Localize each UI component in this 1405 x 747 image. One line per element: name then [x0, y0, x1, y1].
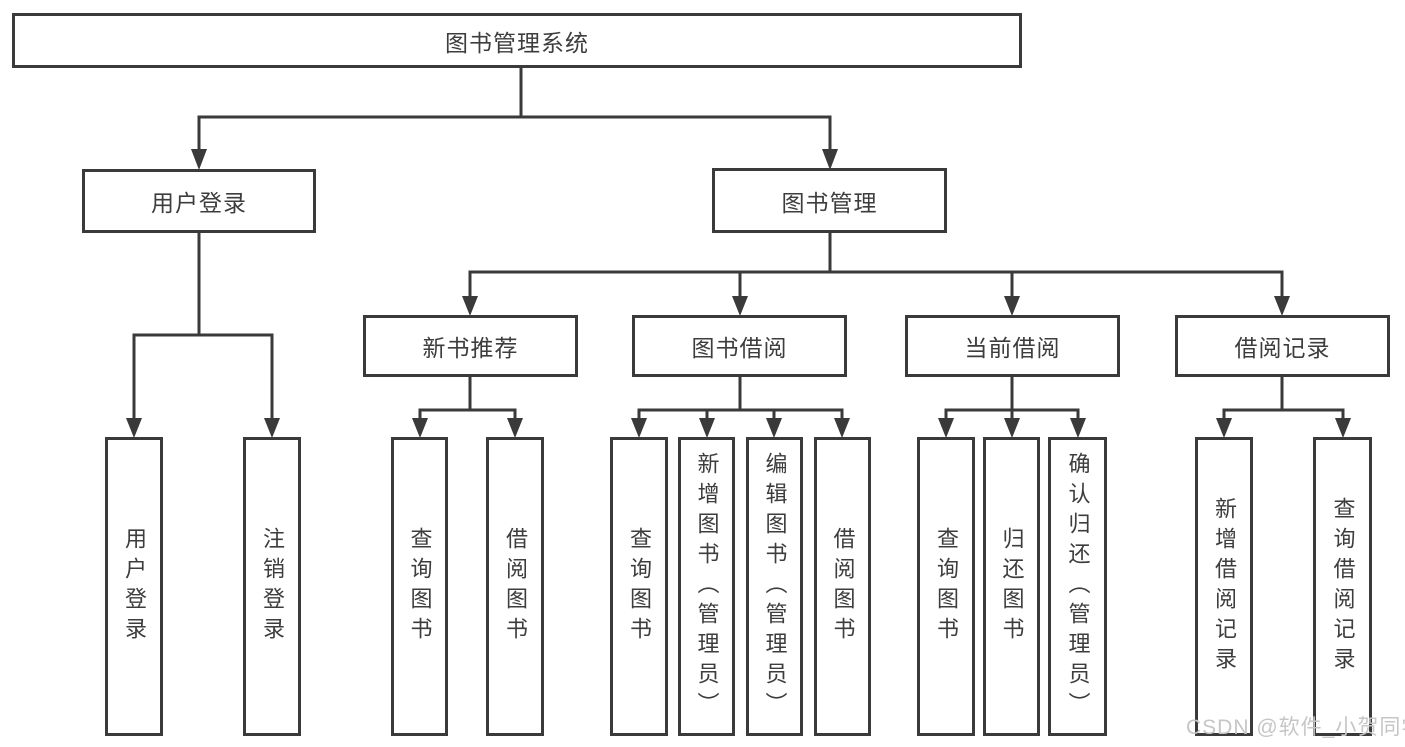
leaf-logout: 注销登录	[243, 437, 301, 736]
leaf-query-books-3: 查询图书	[917, 437, 975, 736]
node-borrowing-records: 借阅记录	[1175, 315, 1390, 377]
node-book-borrowing: 图书借阅	[632, 315, 847, 377]
node-book-management: 图书管理	[712, 168, 947, 233]
node-user-login: 用户登录	[82, 169, 316, 233]
leaf-edit-books-admin: 编辑图书（管理员）	[746, 437, 803, 736]
leaf-add-books-admin: 新增图书（管理员）	[678, 437, 735, 736]
leaf-return-books: 归还图书	[983, 437, 1040, 736]
leaf-borrow-books-1: 借阅图书	[486, 437, 544, 736]
node-new-book-recommend: 新书推荐	[363, 315, 578, 377]
leaf-confirm-return-admin: 确认归还（管理员）	[1048, 437, 1107, 736]
csdn-watermark: CSDN @软件_小贺同学	[1186, 716, 1405, 739]
leaf-add-borrow-record: 新增借阅记录	[1195, 437, 1253, 736]
node-book-management-system: 图书管理系统	[12, 13, 1022, 68]
leaf-query-books-1: 查询图书	[391, 437, 448, 736]
leaf-query-books-2: 查询图书	[610, 437, 668, 736]
node-current-borrowing: 当前借阅	[905, 315, 1120, 377]
leaf-query-borrow-record: 查询借阅记录	[1313, 437, 1372, 736]
leaf-borrow-books-2: 借阅图书	[814, 437, 871, 736]
leaf-user-login: 用户登录	[105, 437, 163, 736]
